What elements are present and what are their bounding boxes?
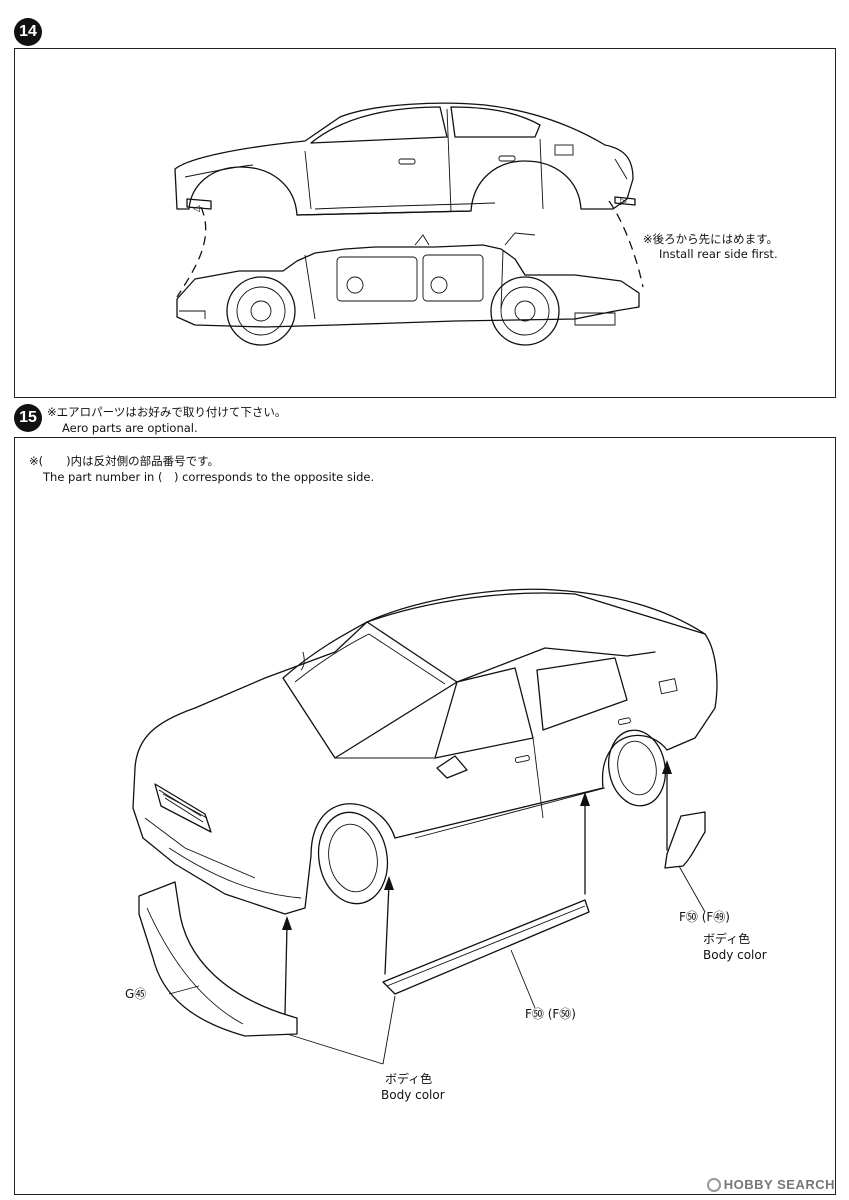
chassis (176, 232, 640, 346)
step-15-diagram (132, 588, 718, 1065)
step-15-title-en: Aero parts are optional. (62, 421, 198, 435)
guide-rear (608, 200, 644, 288)
watermark: HOBBY SEARCH (706, 1177, 835, 1192)
step-14-diagram: ◁ ▷ (174, 102, 644, 346)
car-body-shell: ◁ ▷ (174, 102, 636, 216)
part-color-rear-jp: ボディ色 (703, 932, 751, 946)
car-body-3d (132, 588, 718, 915)
step-14-note-jp: ※後ろから先にはめます。 (643, 232, 778, 246)
step-15-note-jp: ※( )内は反対側の部品番号です。 (29, 454, 219, 468)
front-spoiler-part (138, 881, 298, 1037)
step-15-panel: ※( )内は反対側の部品番号です。 The part number in ( )… (14, 437, 836, 1195)
svg-text:◁: ◁ (193, 204, 200, 214)
step-15-note-en: The part number in ( ) corresponds to th… (43, 470, 375, 484)
part-color-rear-en: Body color (703, 948, 767, 962)
part-label-front: G㊺ (125, 987, 147, 1001)
svg-text:▷: ▷ (620, 197, 627, 207)
step-14-panel: ◁ ▷ ※後ろから先にはめます。 Install rear sid (14, 48, 836, 398)
step-15-title-jp: ※エアロパーツはお好みで取り付けて下さい。 (47, 405, 287, 419)
leader-lines (168, 865, 706, 1065)
step-15-number: 15 (14, 404, 42, 432)
part-label-side: F㊿ (F㊿) (525, 1007, 576, 1021)
step-14-number: 14 (14, 18, 42, 46)
part-color-bottom-en: Body color (381, 1088, 445, 1102)
part-label-rear: F㊿ (F㊾) (679, 910, 730, 924)
side-skirt-part (382, 899, 590, 995)
part-color-bottom-jp: ボディ色 (385, 1072, 433, 1086)
step-14-note-en: Install rear side first. (659, 247, 778, 261)
assembly-arrows (282, 760, 672, 1015)
watermark-logo-icon (706, 1178, 721, 1192)
guide-front (176, 206, 207, 298)
watermark-text: HOBBY SEARCH (723, 1177, 835, 1192)
rear-spoiler-part (664, 811, 706, 869)
